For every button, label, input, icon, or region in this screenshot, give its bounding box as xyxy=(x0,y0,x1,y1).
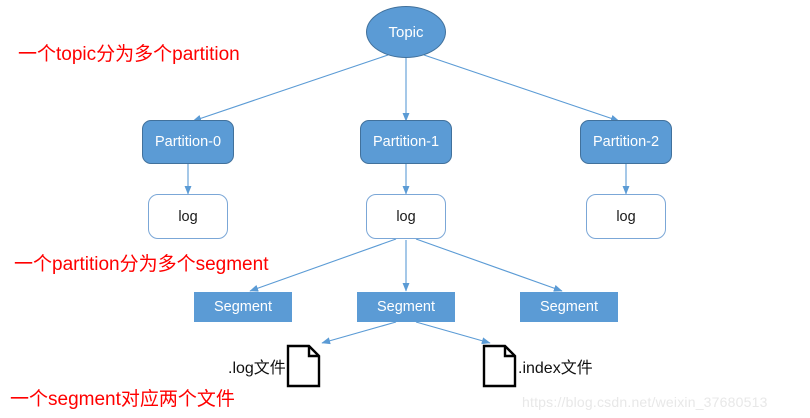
node-topic-label: Topic xyxy=(388,23,424,41)
file-index-label: .index文件 xyxy=(518,360,593,377)
edge-segment1-indexfile xyxy=(415,321,491,345)
edge-log1-segment0 xyxy=(249,238,397,292)
node-log-2-label: log xyxy=(616,208,636,225)
node-partition-0-label: Partition-0 xyxy=(154,134,222,150)
edge-segment1-logfile xyxy=(321,321,397,345)
node-segment-2[interactable]: Segment xyxy=(520,292,618,322)
node-log-2[interactable]: log xyxy=(586,194,666,239)
node-partition-1[interactable]: Partition-1 xyxy=(360,120,452,164)
node-segment-1[interactable]: Segment xyxy=(357,292,455,322)
file-icon xyxy=(286,344,321,388)
node-segment-2-label: Segment xyxy=(539,299,599,315)
node-partition-2-label: Partition-2 xyxy=(592,134,660,150)
annotation-topic-partition: 一个topic分为多个partition xyxy=(18,44,240,65)
node-log-1-label: log xyxy=(396,208,416,225)
node-partition-2[interactable]: Partition-2 xyxy=(580,120,672,164)
node-topic[interactable]: Topic xyxy=(366,6,446,58)
node-partition-0[interactable]: Partition-0 xyxy=(142,120,234,164)
file-icon xyxy=(482,344,517,388)
node-log-0-label: log xyxy=(178,208,198,225)
annotation-partition-segment: 一个partition分为多个segment xyxy=(14,254,269,275)
edge-topic-partition2 xyxy=(423,54,620,122)
watermark: https://blog.csdn.net/weixin_37680513 xyxy=(522,394,768,410)
node-segment-0-label: Segment xyxy=(213,299,273,315)
annotation-segment-files: 一个segment对应两个文件 xyxy=(10,389,235,410)
node-log-1[interactable]: log xyxy=(366,194,446,239)
node-partition-1-label: Partition-1 xyxy=(372,134,440,150)
edge-log1-segment2 xyxy=(415,238,563,292)
file-group-index[interactable]: .index文件 xyxy=(482,344,593,388)
node-segment-1-label: Segment xyxy=(376,299,436,315)
file-log-label: .log文件 xyxy=(228,360,286,377)
file-group-log[interactable]: .log文件 xyxy=(228,344,322,388)
node-segment-0[interactable]: Segment xyxy=(194,292,292,322)
node-log-0[interactable]: log xyxy=(148,194,228,239)
